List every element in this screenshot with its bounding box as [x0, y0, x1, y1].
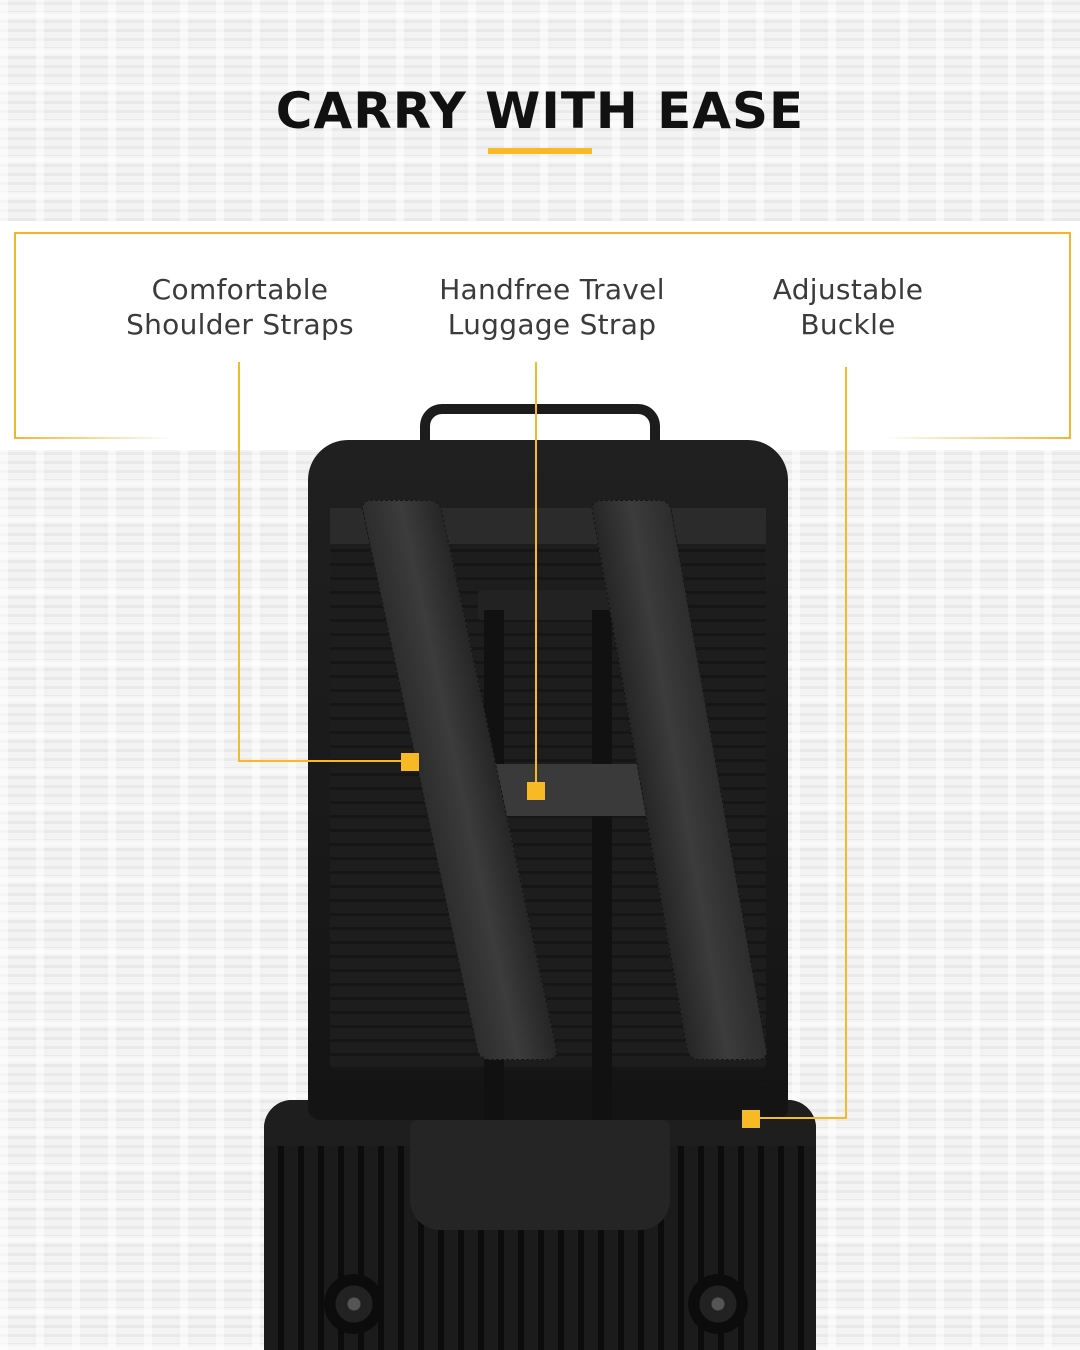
marker-shoulder-straps	[401, 753, 419, 771]
connector-buckle-horizontal	[752, 1117, 847, 1119]
connector-shoulder-vertical	[238, 362, 240, 762]
frame-fade-left	[14, 437, 174, 439]
title-underline	[488, 148, 592, 154]
callout-line-1: Handfree Travel	[439, 273, 665, 306]
callout-line-2: Shoulder Straps	[126, 308, 354, 341]
marker-luggage-strap	[527, 782, 545, 800]
wheel-right	[688, 1274, 748, 1334]
callout-frame	[14, 232, 1071, 439]
backpack-handle	[420, 404, 660, 464]
connector-shoulder-horizontal	[238, 760, 410, 762]
marker-buckle	[742, 1110, 760, 1128]
callout-line-1: Comfortable	[151, 273, 329, 306]
trolley-bar-right	[592, 610, 612, 1120]
callout-label-shoulder-straps: Comfortable Shoulder Straps	[90, 272, 390, 342]
frame-fade-right	[881, 437, 1071, 439]
connector-luggage-vertical	[535, 362, 537, 782]
connector-buckle-vertical	[845, 367, 847, 1119]
callout-line-1: Adjustable	[772, 273, 924, 306]
suitcase-handle-recess	[410, 1120, 670, 1230]
callout-label-buckle: Adjustable Buckle	[698, 272, 998, 342]
callout-line-2: Luggage Strap	[447, 308, 657, 341]
page-title: CARRY WITH EASE	[275, 82, 805, 140]
wheel-left	[324, 1274, 384, 1334]
callout-line-2: Buckle	[800, 308, 896, 341]
callout-label-luggage-strap: Handfree Travel Luggage Strap	[402, 272, 702, 342]
